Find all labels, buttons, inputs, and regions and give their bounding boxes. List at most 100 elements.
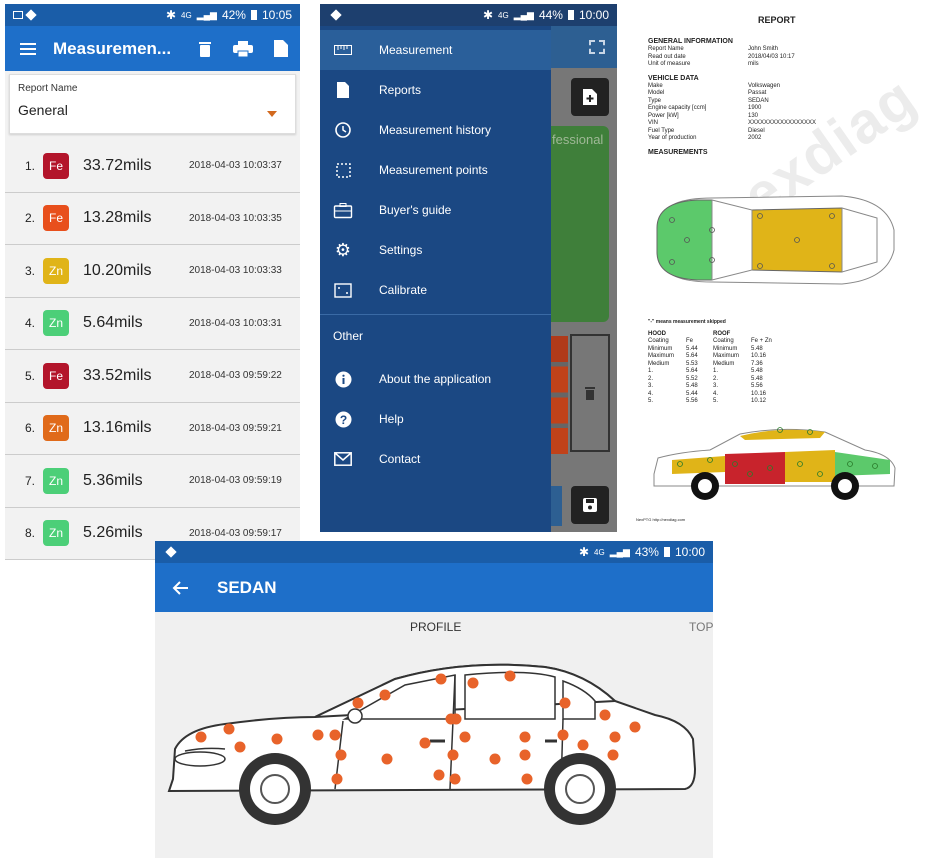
row-key: Coating bbox=[648, 338, 669, 344]
car-top-view bbox=[656, 195, 895, 285]
measurement-point[interactable] bbox=[459, 731, 471, 743]
drawer-divider bbox=[320, 314, 551, 315]
list-item[interactable]: 4. Zn 5.64mils 2018-04-03 10:03:31 bbox=[5, 297, 300, 350]
drawer-item-reports[interactable]: Reports bbox=[320, 70, 551, 110]
clock-time: 10:00 bbox=[578, 8, 609, 22]
measurement-point[interactable] bbox=[449, 773, 461, 785]
measurement-point[interactable] bbox=[271, 733, 283, 745]
measurement-point[interactable] bbox=[557, 729, 569, 741]
list-item[interactable]: 1. Fe 33.72mils 2018-04-03 10:03:37 bbox=[5, 140, 300, 193]
row-key: Read out date bbox=[648, 53, 686, 60]
tab-top[interactable]: TOP bbox=[689, 620, 714, 634]
printer-icon bbox=[233, 40, 253, 57]
drawer-item-help[interactable]: ? Help bbox=[320, 399, 551, 439]
measurement-point[interactable] bbox=[467, 677, 479, 689]
export-button[interactable] bbox=[262, 26, 300, 71]
measurement-point[interactable] bbox=[433, 769, 445, 781]
drawer-item-measurement-history[interactable]: Measurement history bbox=[320, 110, 551, 150]
measurement-point[interactable] bbox=[445, 713, 457, 725]
view-tabs: PROFILE TOP bbox=[155, 612, 713, 642]
measurement-point[interactable] bbox=[312, 729, 324, 741]
measurement-point[interactable] bbox=[331, 773, 343, 785]
row-key: VIN bbox=[648, 120, 659, 126]
measurement-point[interactable] bbox=[519, 749, 531, 761]
measurement-point[interactable] bbox=[447, 749, 459, 761]
row-value: XXXXXXXXXXXXXXXXX bbox=[748, 120, 817, 126]
row-value: 5.48 bbox=[686, 383, 698, 389]
measurement-point[interactable] bbox=[489, 753, 501, 765]
drawer-item-measurement-points[interactable]: Measurement points bbox=[320, 150, 551, 190]
measurement-point[interactable] bbox=[379, 689, 391, 701]
row-key: 2. bbox=[713, 375, 719, 382]
coating-badge: Zn bbox=[43, 257, 69, 284]
list-item[interactable]: 3. Zn 10.20mils 2018-04-03 10:03:33 bbox=[5, 245, 300, 298]
measurement-point[interactable] bbox=[599, 709, 611, 721]
measurement-point[interactable] bbox=[352, 697, 364, 709]
measurement-point[interactable] bbox=[521, 773, 533, 785]
list-item[interactable]: 2. Fe 13.28mils 2018-04-03 10:03:35 bbox=[5, 192, 300, 245]
floppy-icon bbox=[583, 498, 597, 512]
row-key: 1. bbox=[713, 368, 719, 374]
measurement-point[interactable] bbox=[329, 729, 341, 741]
add-report-button[interactable] bbox=[571, 78, 609, 116]
roof-title: ROOF bbox=[713, 331, 731, 337]
tab-profile[interactable]: PROFILE bbox=[410, 620, 462, 634]
table-row: 1.5.48 bbox=[713, 368, 772, 376]
measurement-point[interactable] bbox=[629, 721, 641, 733]
measurement-point[interactable] bbox=[609, 731, 621, 743]
measurement-point[interactable] bbox=[381, 753, 393, 765]
drawer-item-settings[interactable]: ⚙ Settings bbox=[320, 230, 551, 270]
bluetooth-icon: ✱ bbox=[578, 545, 590, 559]
layers-icon bbox=[330, 9, 342, 21]
row-value: 1900 bbox=[748, 105, 762, 111]
row-value: 5.64 bbox=[686, 353, 698, 359]
coating-badge: Zn bbox=[43, 520, 69, 547]
print-button[interactable] bbox=[224, 26, 262, 71]
measurement-point[interactable] bbox=[435, 673, 447, 685]
drawer-item-buyers-guide[interactable]: Buyer's guide bbox=[320, 190, 551, 230]
back-button[interactable] bbox=[155, 565, 205, 610]
list-item[interactable]: 7. Zn 5.36mils 2018-04-03 09:59:19 bbox=[5, 455, 300, 508]
measurement-point[interactable] bbox=[335, 749, 347, 761]
delete-button[interactable] bbox=[186, 26, 224, 71]
drawer-item-measurement[interactable]: Measurement bbox=[320, 30, 551, 70]
list-item[interactable]: 5. Fe 33.52mils 2018-04-03 09:59:22 bbox=[5, 350, 300, 403]
table-row: Power [kW]130 bbox=[648, 113, 816, 121]
measurement-point[interactable] bbox=[519, 731, 531, 743]
drawer-item-calibrate[interactable]: Calibrate bbox=[320, 270, 551, 310]
row-value: 5.48 bbox=[751, 375, 763, 382]
measurement-point[interactable] bbox=[504, 670, 516, 682]
row-value: Fe bbox=[686, 338, 694, 344]
drawer-item-contact[interactable]: Contact bbox=[320, 439, 551, 479]
save-button[interactable] bbox=[571, 486, 609, 524]
measurement-point[interactable] bbox=[419, 737, 431, 749]
drawer-item-label: Contact bbox=[379, 452, 421, 466]
menu-button[interactable] bbox=[9, 26, 47, 71]
row-key: Medium bbox=[713, 360, 735, 367]
item-number: 7. bbox=[24, 473, 35, 488]
measurement-point[interactable] bbox=[577, 739, 589, 751]
background-bars bbox=[550, 336, 568, 454]
row-value: 5.48 bbox=[751, 345, 763, 352]
layers-icon bbox=[25, 9, 37, 21]
measurement-point[interactable] bbox=[559, 697, 571, 709]
row-key: 1. bbox=[648, 368, 654, 374]
row-value: 10.12 bbox=[751, 398, 767, 404]
measurement-time: 2018-04-03 09:59:21 bbox=[189, 422, 282, 434]
report-name-select[interactable]: Report Name General bbox=[9, 74, 296, 134]
clock-time: 10:05 bbox=[261, 8, 292, 22]
drawer-item-label: Measurement bbox=[379, 43, 453, 57]
list-item[interactable]: 6. Zn 13.16mils 2018-04-03 09:59:21 bbox=[5, 402, 300, 455]
measurement-point[interactable] bbox=[607, 749, 619, 761]
measurement-time: 2018-04-03 09:59:17 bbox=[189, 527, 282, 539]
measurement-point[interactable] bbox=[234, 741, 246, 753]
drawer-item-about[interactable]: About the application bbox=[320, 359, 551, 399]
measurement-point[interactable] bbox=[195, 731, 207, 743]
signal-icon: ▂▄▆ bbox=[513, 9, 534, 20]
measurement-point[interactable] bbox=[223, 723, 235, 735]
row-key: Minimum bbox=[648, 345, 673, 352]
